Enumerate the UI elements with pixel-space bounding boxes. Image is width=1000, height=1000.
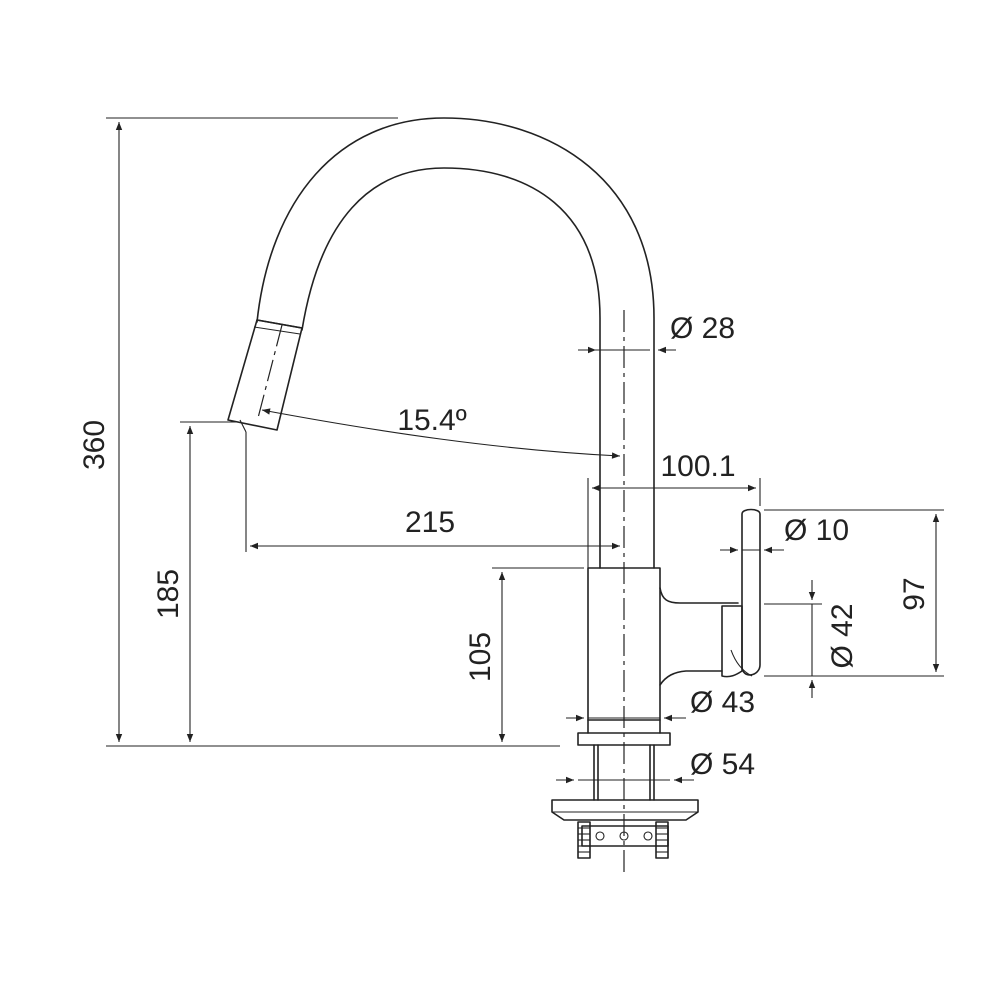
lever-handle-curve bbox=[730, 649, 753, 677]
spray-head bbox=[227, 319, 303, 431]
lever-cartridge bbox=[721, 605, 743, 678]
dim-spout-reach: 215 bbox=[245, 432, 620, 568]
dim-body-height: 105 bbox=[464, 567, 584, 742]
spout-reach-label: 215 bbox=[405, 506, 455, 539]
dim-lever-height: 97 bbox=[764, 509, 944, 677]
dim-spout-height: 185 bbox=[152, 421, 238, 742]
mount-diameter-label: Ø 54 bbox=[690, 748, 755, 781]
spray-head-joint bbox=[256, 319, 303, 329]
lever-handle bbox=[741, 508, 761, 676]
dimensions: 360 185 105 215 15.4º bbox=[78, 117, 944, 784]
lever-arm-lower bbox=[659, 670, 723, 686]
body-diameter-label: Ø 42 bbox=[826, 603, 859, 668]
faucet-outline bbox=[227, 117, 761, 875]
dim-mount-diameter: Ø 54 bbox=[556, 748, 755, 784]
spout-diameter-label: Ø 28 bbox=[670, 312, 735, 345]
overall-height-label: 360 bbox=[78, 420, 111, 470]
spout-angle-label: 15.4º bbox=[397, 404, 466, 437]
mounting-plate bbox=[551, 799, 699, 821]
base-collar bbox=[577, 732, 671, 746]
spray-face-tick bbox=[239, 419, 247, 433]
spout-height-label: 185 bbox=[152, 569, 185, 619]
spout-outer bbox=[256, 117, 655, 569]
dim-body-diameter: Ø 42 bbox=[764, 580, 859, 698]
threaded-shank bbox=[593, 744, 655, 801]
lever-arm bbox=[659, 587, 739, 604]
lower-bracket bbox=[581, 825, 669, 847]
dim-overall-height: 360 bbox=[78, 117, 560, 747]
dim-spout-diameter: Ø 28 bbox=[578, 312, 735, 354]
dim-spout-angle: 15.4º bbox=[261, 404, 621, 459]
base-diameter-label: Ø 43 bbox=[690, 686, 755, 719]
dim-base-diameter: Ø 43 bbox=[566, 686, 755, 722]
dim-lever-offset: 100.1 bbox=[587, 450, 761, 568]
mounting-studs bbox=[577, 821, 669, 859]
lever-offset-label: 100.1 bbox=[660, 450, 735, 483]
lever-height-label: 97 bbox=[898, 577, 931, 610]
body-height-label: 105 bbox=[464, 632, 497, 682]
spray-head-axis bbox=[257, 324, 283, 419]
dim-lever-diameter: Ø 10 bbox=[720, 514, 849, 554]
spout-inner bbox=[301, 167, 601, 569]
lever-diameter-label: Ø 10 bbox=[784, 514, 849, 547]
spray-head-ring bbox=[253, 326, 301, 335]
